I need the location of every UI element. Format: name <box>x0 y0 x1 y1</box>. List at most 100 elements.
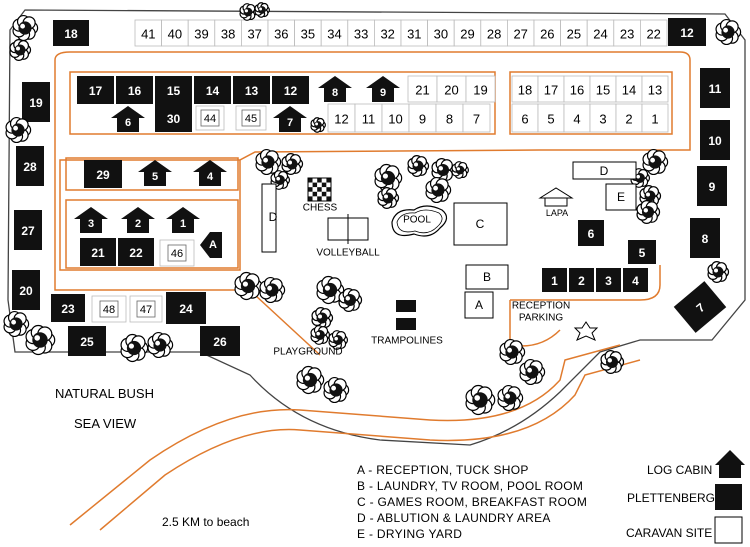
caravan-site[interactable]: 11 <box>354 103 383 133</box>
log-cabin[interactable]: 9 <box>366 76 400 102</box>
plettenberg-site[interactable]: 1 <box>542 268 567 292</box>
caravan-site[interactable]: 47 <box>129 295 163 323</box>
plettenberg-site[interactable]: 14 <box>194 76 231 104</box>
chess-square <box>312 182 318 188</box>
plettenberg-site[interactable]: 12 <box>272 76 309 104</box>
caravan-site[interactable]: 41 <box>134 19 163 47</box>
building-d-left[interactable] <box>261 183 277 253</box>
log-cabin[interactable]: 4 <box>193 160 227 186</box>
plettenberg-site[interactable]: 28 <box>16 146 44 186</box>
caravan-site[interactable]: 17 <box>537 75 565 103</box>
plettenberg-site[interactable]: 9 <box>697 166 727 206</box>
plettenberg-site[interactable]: 17 <box>77 76 114 104</box>
caravan-site[interactable]: 34 <box>320 19 349 47</box>
building-e[interactable] <box>605 183 637 211</box>
caravan-site[interactable]: 10 <box>381 103 410 133</box>
caravan-site[interactable]: 8 <box>435 103 464 133</box>
caravan-site[interactable]: 4 <box>563 103 591 133</box>
caravan-site[interactable]: 2 <box>615 103 643 133</box>
caravan-site[interactable]: 37 <box>240 19 269 47</box>
caravan-site[interactable]: 30 <box>427 19 455 47</box>
caravan-site[interactable]: 7 <box>462 103 491 133</box>
log-cabin[interactable]: 1 <box>166 207 200 233</box>
caravan-site[interactable]: 31 <box>400 19 429 47</box>
site-number: 3 <box>605 274 612 288</box>
plettenberg-site[interactable]: 24 <box>166 292 206 324</box>
caravan-site[interactable]: 18 <box>511 75 539 103</box>
caravan-site[interactable]: 13 <box>641 75 669 103</box>
tree-icon <box>519 358 546 386</box>
lower-left-outline <box>65 199 239 269</box>
plettenberg-site[interactable]: 4 <box>623 268 648 292</box>
caravan-site[interactable]: 38 <box>214 19 242 47</box>
plettenberg-site[interactable]: 20 <box>12 270 40 310</box>
caravan-site[interactable]: 24 <box>586 19 615 47</box>
caravan-site[interactable]: 20 <box>436 75 467 103</box>
log-cabin[interactable]: 2 <box>121 207 155 233</box>
caravan-site[interactable]: 6 <box>511 103 539 133</box>
plettenberg-site[interactable]: 5 <box>628 240 656 264</box>
caravan-site[interactable]: 28 <box>480 19 508 47</box>
plettenberg-site[interactable]: 19 <box>22 82 50 122</box>
caravan-site[interactable]: 40 <box>161 19 189 47</box>
caravan-site[interactable]: 33 <box>347 19 375 47</box>
plettenberg-site[interactable]: 12 <box>668 18 706 46</box>
plettenberg-site[interactable]: 23 <box>51 294 85 322</box>
caravan-site[interactable]: 36 <box>267 19 296 47</box>
plettenberg-site[interactable]: 18 <box>53 20 89 46</box>
caravan-site[interactable]: 19 <box>465 75 496 103</box>
plettenberg-site[interactable]: 13 <box>233 76 270 104</box>
caravan-site[interactable]: 44 <box>195 105 225 131</box>
caravan-site[interactable]: 27 <box>506 19 535 47</box>
plettenberg-site[interactable]: 21 <box>80 238 116 266</box>
caravan-site[interactable]: 9 <box>408 103 437 133</box>
plettenberg-site[interactable]: 7 <box>673 281 727 333</box>
plettenberg-site[interactable]: 6 <box>578 220 604 246</box>
log-cabin[interactable]: 3 <box>74 207 108 233</box>
plettenberg-site[interactable]: 3 <box>596 268 621 292</box>
caravan-site[interactable]: 26 <box>533 19 562 47</box>
plettenberg-site[interactable]: 16 <box>116 76 153 104</box>
plettenberg-site[interactable]: 11 <box>700 68 730 108</box>
plettenberg-site[interactable]: 26 <box>200 326 240 356</box>
caravan-site[interactable]: 45 <box>235 105 267 131</box>
caravan-site[interactable]: 21 <box>407 75 438 103</box>
caravan-site[interactable]: 16 <box>563 75 591 103</box>
log-cabin[interactable]: 8 <box>318 76 352 102</box>
plettenberg-site[interactable]: 30 <box>155 104 192 132</box>
caravan-site[interactable]: 23 <box>613 19 641 47</box>
plettenberg-site[interactable]: 8 <box>690 218 720 258</box>
caravan-site[interactable]: 14 <box>615 75 643 103</box>
caravan-site[interactable]: 1 <box>641 103 669 133</box>
caravan-site[interactable]: 35 <box>294 19 322 47</box>
building-a[interactable] <box>464 291 494 319</box>
caravan-site[interactable]: 39 <box>187 19 216 47</box>
caravan-site[interactable]: 22 <box>640 19 668 47</box>
plettenberg-site[interactable]: 29 <box>84 160 122 188</box>
caravan-site[interactable]: 25 <box>560 19 588 47</box>
building-c[interactable] <box>453 202 508 246</box>
left-box-outline <box>65 157 239 191</box>
building-d-right[interactable] <box>572 161 637 180</box>
caravan-site[interactable]: 3 <box>589 103 617 133</box>
plettenberg-site[interactable]: 15 <box>155 76 192 104</box>
plettenberg-site[interactable]: 2 <box>569 268 594 292</box>
chess-square <box>321 196 327 201</box>
log-cabin[interactable]: 7 <box>273 106 307 132</box>
caravan-site[interactable]: 5 <box>537 103 565 133</box>
plettenberg-site[interactable]: 10 <box>700 120 730 160</box>
plettenberg-site[interactable]: 25 <box>68 326 106 356</box>
log-cabin[interactable]: 6 <box>111 106 145 132</box>
caravan-site[interactable]: 12 <box>327 103 356 133</box>
building-b[interactable] <box>465 264 509 290</box>
plettenberg-site[interactable]: 22 <box>118 238 154 266</box>
plettenberg-site[interactable]: 27 <box>14 210 42 250</box>
caravan-site[interactable]: 46 <box>159 239 195 267</box>
caravan-site[interactable]: 29 <box>453 19 482 47</box>
log-cabin[interactable]: 5 <box>138 160 172 186</box>
caravan-site[interactable]: 32 <box>373 19 402 47</box>
pool-inner <box>396 209 443 234</box>
caravan-site[interactable]: 48 <box>91 295 127 323</box>
caravan-site[interactable]: 15 <box>589 75 617 103</box>
plettenberg-site-shape <box>569 268 594 292</box>
